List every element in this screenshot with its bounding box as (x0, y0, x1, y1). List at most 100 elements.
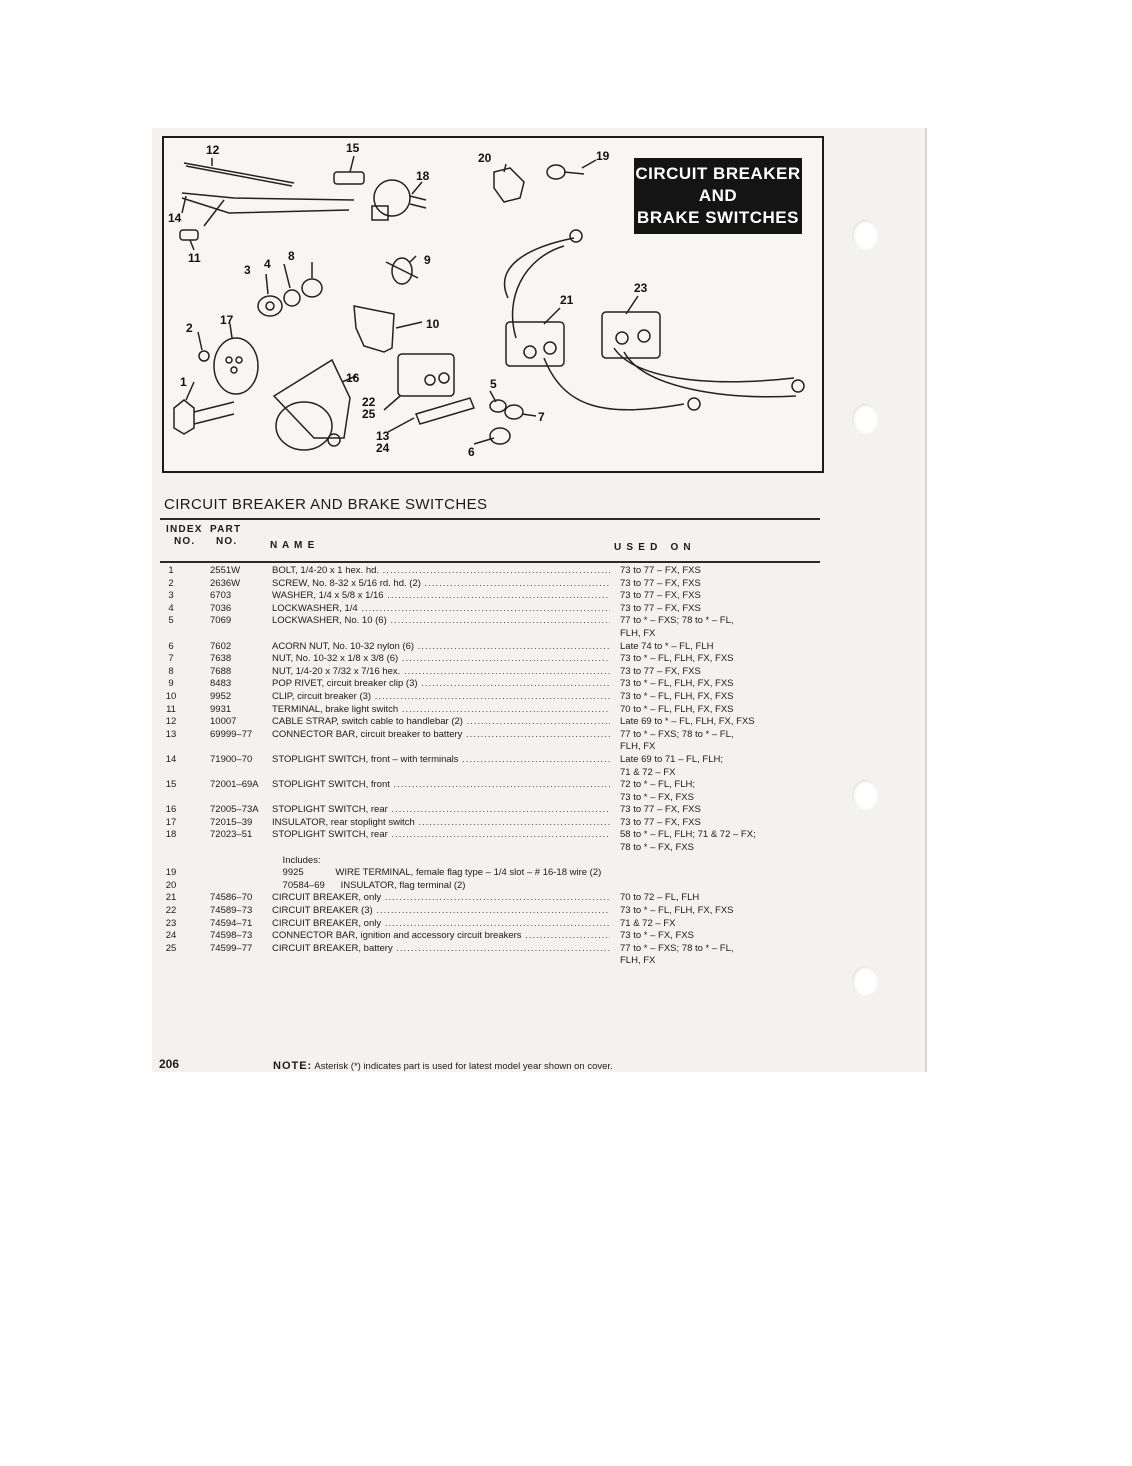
used-on-cell: 73 to * – FL, FLH, FX, FXS (620, 678, 734, 690)
used-on-cell: 73 to 77 – FX, FXS (620, 590, 701, 602)
callout-4: 4 (264, 257, 271, 271)
callout-14: 14 (168, 211, 182, 225)
used-on-cell: 78 to * – FX, FXS (620, 842, 694, 854)
part-name-cell: BOLT, 1/4-20 x 1 hex. hd. ..............… (272, 565, 610, 578)
part-number-cell (182, 842, 272, 855)
index-cell: 7 (168, 653, 174, 665)
part-name-cell: CIRCUIT BREAKER, battery ...............… (272, 943, 610, 956)
part-number-cell (182, 792, 272, 805)
index-cell: 1 (168, 565, 174, 576)
part-number-cell: 74589–73 (210, 905, 253, 917)
parts-illustration: 12 15 14 11 20 19 18 8 9 3 4 10 2 17 21 … (168, 141, 805, 459)
part-number-cell: 7638 (210, 653, 232, 665)
index-cell: 9 (168, 678, 174, 690)
used-on-cell (610, 867, 620, 880)
leader-dots: ........................................… (361, 602, 610, 614)
part-name-cell: STOPLIGHT SWITCH, front – with terminals… (272, 754, 610, 767)
callout-12: 12 (206, 143, 220, 157)
used-on-cell: FLH, FX (620, 955, 656, 967)
used-on-cell: 73 to * – FL, FLH, FX, FXS (620, 905, 734, 917)
part-name-cell: INSULATOR, rear stoplight switch .......… (272, 817, 610, 830)
binder-hole (852, 220, 878, 250)
part-name-cell: TERMINAL, brake light switch ...........… (272, 704, 610, 717)
index-cell: 6 (168, 640, 174, 652)
column-index-top: INDEX (166, 524, 203, 535)
binder-hole (852, 966, 878, 996)
part-name-cell: STOPLIGHT SWITCH, rear .................… (272, 829, 610, 842)
part-name-cell: CIRCUIT BREAKER (3) ....................… (272, 905, 610, 918)
used-on-cell: Late 69 to 71 – FL, FLH; (620, 753, 723, 765)
part-name-cell: Includes: (272, 854, 321, 866)
part-name-cell: STOPLIGHT SWITCH, front ................… (272, 779, 610, 792)
leader-dots: ........................................… (396, 942, 610, 954)
index-cell: 22 (165, 905, 177, 917)
callout-16: 16 (346, 371, 360, 385)
callout-15: 15 (346, 141, 360, 155)
part-number-cell: 72001–69A (210, 779, 259, 791)
used-on-cell: 73 to * – FL, FLH, FX, FXS (620, 653, 734, 665)
header-rule-top (160, 518, 820, 520)
part-number-cell: 2636W (210, 577, 241, 589)
used-on-cell: 73 to 77 – FX, FXS (620, 577, 701, 589)
part-number-cell (182, 955, 272, 968)
part-name-cell: CIRCUIT BREAKER, only ..................… (272, 918, 610, 931)
used-on-cell: 71 & 72 – FX (620, 917, 676, 929)
table-row: 71 & 72 – FX (160, 767, 824, 780)
used-on-cell: 73 to 77 – FX, FXS (620, 816, 701, 828)
part-name-cell (272, 767, 610, 780)
used-on-cell: 73 to * – FX, FXS (620, 791, 694, 803)
callout-22: 22 (362, 395, 376, 409)
header-rule-bottom (160, 561, 820, 563)
table-row: 73 to * – FX, FXS (160, 792, 824, 805)
diagram-title-line-2: AND (698, 186, 738, 205)
exploded-parts-diagram: 12 15 14 11 20 19 18 8 9 3 4 10 2 17 21 … (162, 136, 824, 473)
index-cell: 14 (165, 753, 177, 765)
leader-dots: ........................................… (462, 753, 610, 765)
index-cell (160, 741, 182, 754)
part-number-cell: 9952 (210, 690, 232, 702)
used-on-cell: Late 74 to * – FL, FLH (620, 640, 714, 652)
part-number-cell: 7688 (210, 665, 232, 677)
part-name-cell: SCREW, No. 8-32 x 5/16 rd. hd. (2) .....… (272, 578, 610, 591)
used-on-cell: 73 to 77 – FX, FXS (620, 565, 701, 576)
callout-10: 10 (426, 317, 440, 331)
leader-dots: ........................................… (376, 905, 610, 917)
column-part-top: PART (210, 524, 242, 535)
part-name-cell: NUT, No. 10-32 x 1/8 x 3/8 (6) .........… (272, 653, 610, 666)
diagram-title-box: CIRCUIT BREAKER AND BRAKE SWITCHES (634, 158, 802, 234)
index-cell: 21 (165, 892, 177, 904)
column-name: N A M E (270, 540, 316, 551)
part-number-cell: 71900–70 (210, 753, 253, 765)
part-number-cell: 74599–77 (210, 942, 253, 954)
leader-dots: ........................................… (466, 716, 610, 728)
index-cell: 11 (166, 703, 176, 715)
part-number-cell: 69999–77 (210, 728, 253, 740)
part-name-cell: CONNECTOR BAR, ignition and accessory ci… (272, 930, 610, 943)
callout-24: 24 (376, 441, 390, 455)
part-name-cell: POP RIVET, circuit breaker clip (3) ....… (272, 678, 610, 691)
binder-hole (852, 404, 878, 434)
table-row: FLH, FX (160, 741, 824, 754)
table-row: 7 7638 NUT, No. 10-32 x 1/8 x 3/8 (6) ....… (160, 653, 824, 666)
index-cell: 4 (168, 602, 174, 614)
leader-dots: ........................................… (382, 565, 610, 576)
table-row: 14 71900–70 STOPLIGHT SWITCH, front – with… (160, 754, 824, 767)
index-cell (160, 855, 182, 868)
leader-dots: ........................................… (387, 590, 610, 602)
leader-dots: ........................................… (421, 678, 610, 690)
part-number-cell: 6703 (210, 590, 232, 602)
part-number-cell (182, 855, 272, 868)
part-number-cell: 74594–71 (210, 917, 253, 929)
index-cell (160, 792, 182, 805)
part-name-cell: NUT, 1/4-20 x 7/32 x 7/16 hex. .........… (272, 666, 610, 679)
